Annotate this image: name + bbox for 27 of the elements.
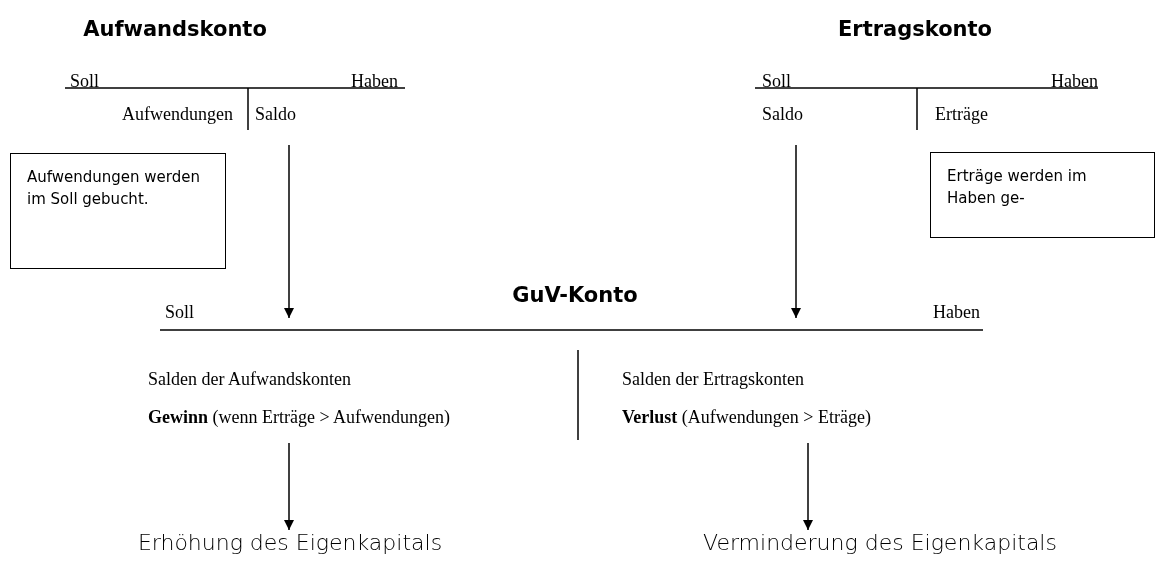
- account-entry: Salden der Ertragskonten: [622, 369, 804, 390]
- column-header: Soll: [70, 71, 99, 92]
- column-header: Soll: [762, 71, 791, 92]
- account-entry: Aufwendungen: [122, 104, 233, 125]
- account-entry: Salden der Aufwandskonten: [148, 369, 351, 390]
- result-text: Verminderung des Eigenkapitals: [702, 530, 1058, 555]
- column-header: Haben: [933, 302, 980, 323]
- column-header: Haben: [1051, 71, 1098, 92]
- note-box: [10, 153, 226, 269]
- account-entry: Verlust (Aufwendungen > Eträge): [622, 407, 871, 428]
- note-box: [930, 152, 1155, 238]
- arrow: [791, 144, 801, 319]
- column-header: Haben: [351, 71, 398, 92]
- arrow: [284, 442, 294, 531]
- account-entry: Erträge: [935, 104, 988, 125]
- arrow: [803, 442, 813, 531]
- account-title: GuV-Konto: [512, 283, 638, 307]
- note-text: Erträge werden im Haben ge-: [947, 166, 1088, 209]
- column-header: Soll: [165, 302, 194, 323]
- note-text: Aufwendungen werden im Soll gebucht.: [27, 167, 201, 210]
- account-title: Ertragskonto: [838, 17, 992, 41]
- account-entry: Saldo: [762, 104, 803, 125]
- arrow: [284, 144, 294, 319]
- account-entry: Saldo: [255, 104, 296, 125]
- result-text: Erhöhung des Eigenkapitals: [136, 530, 444, 555]
- account-title: Aufwandskonto: [83, 17, 267, 41]
- account-entry: Gewinn (wenn Erträge > Aufwendungen): [148, 407, 451, 428]
